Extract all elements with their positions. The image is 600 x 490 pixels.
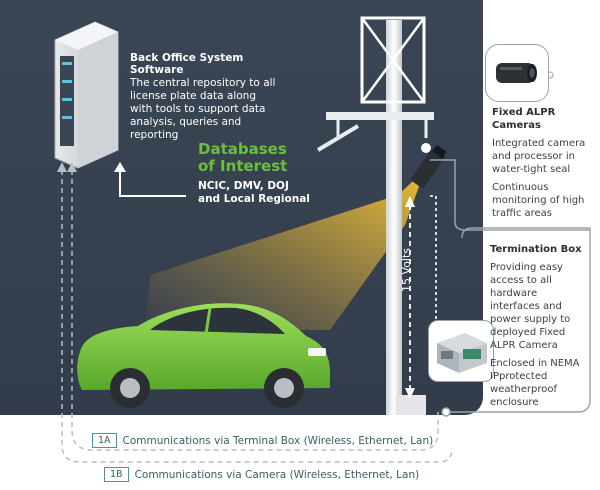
fixed-alpr-para2-line: Continuous [492,182,549,193]
back-office-desc-line: reporting [130,129,179,141]
termination-box-thumbnail [428,320,494,382]
comm-loop-1b [61,170,453,463]
fixed-alpr-title-line1: Fixed ALPR [492,107,556,118]
back-office-desc-line: analysis, queries and [130,116,242,128]
termination-para2-line: Enclosed in NEMA [490,358,580,369]
databases-title-line2: of Interest [198,157,288,175]
fixed-alpr-para1-line: and processor in [492,151,575,162]
termination-para1-line: deployed Fixed [490,327,566,338]
comm-1b-tag: 1B [104,467,129,482]
termination-para1-line: interfaces and [490,301,562,312]
back-office-title-line1: Back Office System [130,52,244,64]
termination-para2-line: IPprotected [490,371,548,382]
fixed-alpr-para1-line: Integrated camera [492,138,586,149]
comm-1a-tag: 1A [92,433,117,448]
pole-camera [411,144,447,188]
comm-1b-label: Communications via Camera (Wireless, Eth… [134,468,420,481]
voltage-label: 15 Volts [400,248,413,292]
server-rack [54,21,119,169]
termination-box-title: Termination Box [490,244,582,255]
fixed-alpr-title-line2: Cameras [492,120,541,131]
databases-sub-line1: NCIC, DMV, DOJ [198,180,289,192]
termination-para1-line: access to all [490,275,552,286]
termbox-bubble-outline [446,227,591,413]
fixed-camera-icon [496,63,537,83]
databases-title-line1: Databases [198,140,287,158]
termination-para1-line: hardware [490,288,538,299]
comm-1a-label: Communications via Terminal Box (Wireles… [122,434,434,447]
street-pole [316,16,434,415]
fixed-alpr-para2-line: traffic areas [492,208,553,219]
green-car [77,303,330,408]
comm-1b-row: 1B Communications via Camera (Wireless, … [104,467,419,482]
fixed-alpr-para1-line: water-tight seal [492,164,571,175]
fixed-alpr-para2-line: monitoring of high [492,195,585,206]
databases-sub-line2: and Local Regional [198,193,310,205]
termination-box-icon [437,333,487,373]
database-connector-arrow [119,170,186,197]
termination-para1-line: ALPR Camera [490,340,558,351]
back-office-desc-line: The central repository to all [130,77,276,89]
back-office-desc-line: license plate data along [130,90,257,102]
termination-para2-line: enclosure [490,397,539,408]
back-office-desc-line: with tools to support data [130,103,266,115]
termination-para2-line: weatherproof [490,384,557,395]
comm-1a-row: 1A Communications via Terminal Box (Wire… [92,433,433,448]
back-office-title-line2: Software [130,64,184,76]
fixed-camera-thumbnail [485,44,549,102]
termination-para1-line: power supply to [490,314,571,325]
termbox-connector [430,195,437,330]
camera-light-beam [145,170,425,330]
termination-para1-line: Providing easy [490,262,563,273]
comm-loop-1a [71,170,439,451]
